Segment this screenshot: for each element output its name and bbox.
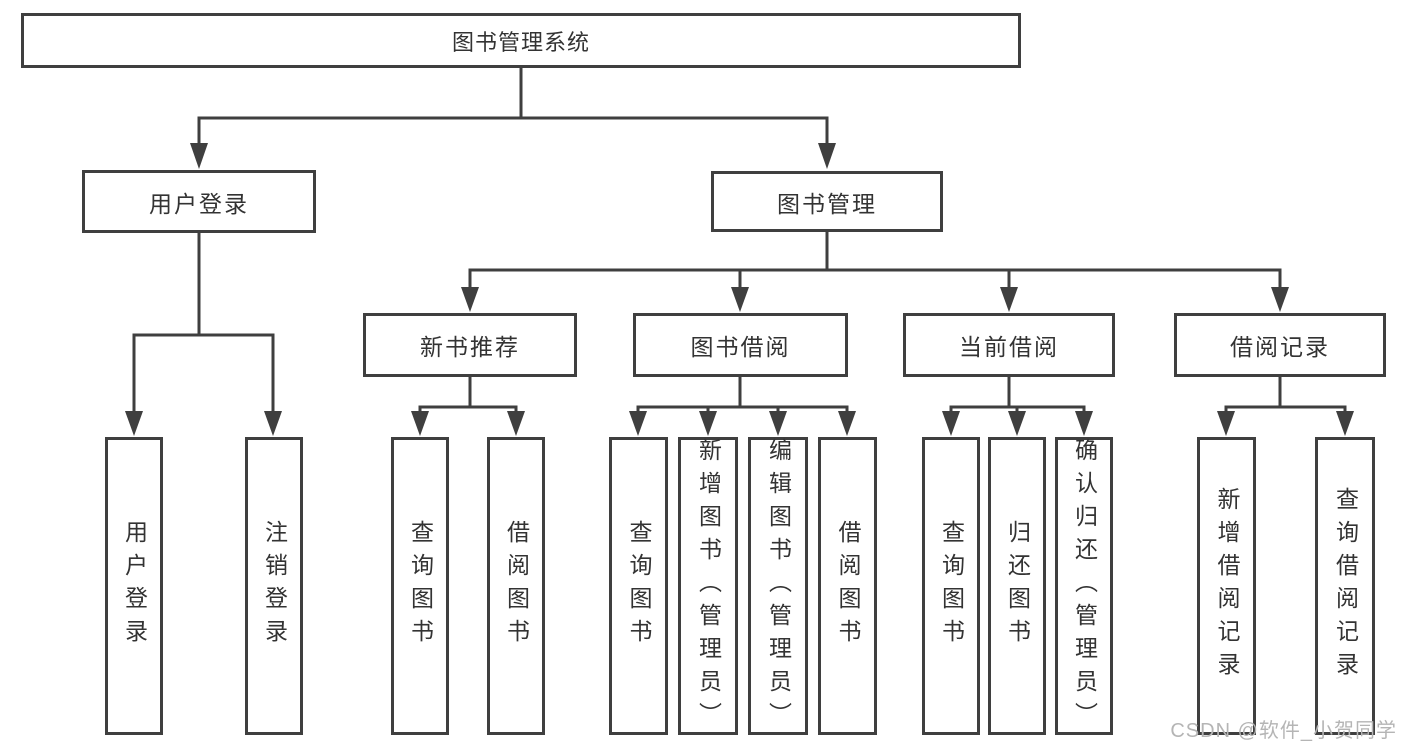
node-book-management: 图书管理 [711,171,943,232]
node-leaf-query-book-1-label: 查询图书 [407,520,434,652]
node-borrowing-records-label: 借阅记录 [1230,334,1330,360]
node-new-book-rec-label: 新书推荐 [420,334,520,360]
arrowheads [125,143,1354,436]
node-leaf-query-book-3-label: 查询图书 [938,520,965,652]
node-leaf-query-book-2: 查询图书 [609,437,668,735]
node-book-borrowing: 图书借阅 [633,313,848,377]
node-new-book-rec: 新书推荐 [363,313,577,377]
connector-user-login [132,233,275,418]
connector-root [197,68,829,150]
node-leaf-borrow-book-1: 借阅图书 [487,437,545,735]
node-current-borrowing: 当前借阅 [903,313,1115,377]
node-root-label: 图书管理系统 [451,29,590,55]
node-user-login-label: 用户登录 [149,190,249,217]
connector-new-book-rec [418,377,518,418]
node-leaf-add-book: 新增图书（管理员） [678,437,738,735]
node-leaf-query-book-1: 查询图书 [391,437,449,735]
connector-book-management [468,232,1282,294]
node-leaf-add-record: 新增借阅记录 [1197,437,1256,735]
node-user-login: 用户登录 [82,170,316,233]
connector-borrowing-records [1224,377,1347,418]
node-leaf-confirm-return-label: 确认归还（管理员） [1071,437,1098,735]
node-leaf-edit-book-label: 编辑图书（管理员） [765,437,792,735]
node-leaf-return-book: 归还图书 [988,437,1046,735]
connector-book-borrowing [636,377,849,418]
node-leaf-confirm-return: 确认归还（管理员） [1055,437,1113,735]
node-leaf-add-book-label: 新增图书（管理员） [695,437,722,735]
watermark-text: CSDN @软件_小贺同学 [1170,720,1397,742]
node-leaf-logout: 注销登录 [245,437,303,735]
node-leaf-user-login-label: 用户登录 [121,520,148,652]
node-book-management-label: 图书管理 [777,190,877,217]
node-current-borrowing-label: 当前借阅 [959,334,1059,360]
node-leaf-borrow-book-1-label: 借阅图书 [503,520,530,652]
node-leaf-borrow-book-2: 借阅图书 [818,437,877,735]
node-book-borrowing-label: 图书借阅 [690,334,791,360]
node-root: 图书管理系统 [21,13,1021,68]
node-leaf-edit-book: 编辑图书（管理员） [748,437,808,735]
node-leaf-query-book-3: 查询图书 [922,437,980,735]
node-leaf-query-book-2-label: 查询图书 [626,520,652,652]
node-leaf-borrow-book-2-label: 借阅图书 [835,520,861,652]
node-leaf-user-login: 用户登录 [105,437,163,735]
node-leaf-return-book-label: 归还图书 [1004,520,1031,652]
node-leaf-query-record: 查询借阅记录 [1315,437,1375,735]
node-leaf-query-record-label: 查询借阅记录 [1332,487,1359,685]
node-leaf-logout-label: 注销登录 [261,520,288,652]
node-borrowing-records: 借阅记录 [1174,313,1386,377]
node-leaf-add-record-label: 新增借阅记录 [1214,487,1240,685]
